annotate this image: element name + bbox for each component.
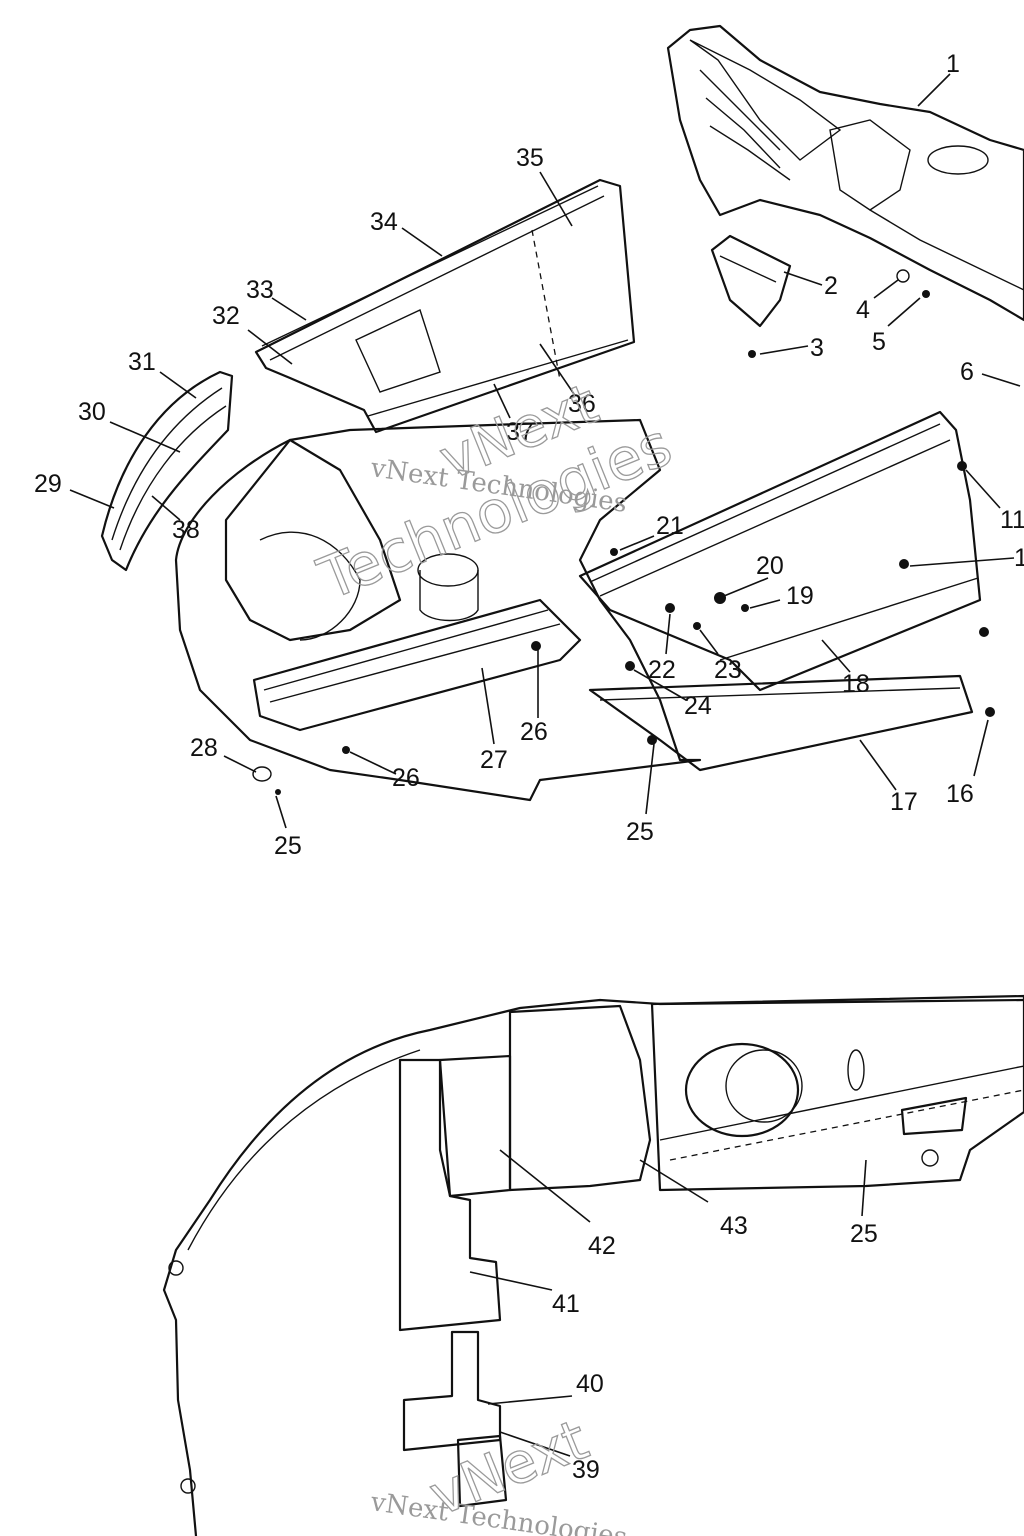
callout-27: 27 (480, 746, 508, 774)
callout-28: 28 (190, 734, 218, 762)
part-41-insulation (398, 1058, 502, 1332)
callout-12: 1 (1014, 544, 1024, 572)
lower-edge-fasteners (168, 1260, 196, 1494)
callout-5: 5 (872, 328, 886, 356)
callout-22: 22 (648, 656, 676, 684)
part-43-insulation (438, 1054, 512, 1198)
part-40-insulation (402, 1330, 502, 1452)
callout-41: 41 (552, 1290, 580, 1318)
callout-11: 11 (1000, 506, 1024, 534)
callout-39: 39 (572, 1456, 600, 1484)
part-2-duct (710, 234, 792, 328)
callout-43: 43 (720, 1212, 748, 1240)
part-27-left-rail (252, 598, 582, 732)
part-28-cap (252, 766, 272, 782)
callout-17: 17 (890, 788, 918, 816)
part-25-chassis (650, 994, 1024, 1192)
callout-38: 38 (172, 516, 200, 544)
callout-32: 32 (212, 302, 240, 330)
callout-31: 31 (128, 348, 156, 376)
part-4-washer (896, 269, 910, 283)
callout-25c: 25 (850, 1220, 878, 1248)
callout-4: 4 (856, 296, 870, 324)
callout-42: 42 (588, 1232, 616, 1260)
callout-35: 35 (516, 144, 544, 172)
callout-1: 1 (946, 50, 960, 78)
callout-40: 40 (576, 1370, 604, 1398)
part-base-panel (174, 418, 702, 802)
callout-labels: 1 2 3 4 5 6 11 1 16 17 18 19 20 21 22 23… (34, 50, 1024, 1484)
callout-2: 2 (824, 272, 838, 300)
part-35-top-panel (254, 178, 636, 434)
callout-36: 36 (568, 390, 596, 418)
callout-19: 19 (786, 582, 814, 610)
watermark-top: vNext Technologies vNext Technologies (308, 371, 681, 614)
callout-16: 16 (946, 780, 974, 808)
leader-lines (69, 73, 1021, 1457)
callout-25b: 25 (274, 832, 302, 860)
lower-body-outline (162, 998, 1024, 1536)
callout-30: 30 (78, 398, 106, 426)
callout-20: 20 (756, 552, 784, 580)
part-30-curved-trim (100, 370, 234, 572)
callout-21: 21 (656, 512, 684, 540)
callout-37: 37 (506, 418, 534, 446)
part-42-insulation (508, 1004, 652, 1192)
part-39-insulation (456, 1434, 508, 1508)
part-1-hood-panel (666, 24, 1024, 322)
hardware-dots (275, 461, 995, 795)
part-3-screw (748, 350, 756, 358)
callout-29: 29 (34, 470, 62, 498)
callout-34: 34 (370, 208, 398, 236)
callout-6: 6 (960, 358, 974, 386)
part-18-right-rail (578, 410, 982, 692)
callout-26b: 26 (392, 764, 420, 792)
part-17-bottom-rail (588, 674, 974, 772)
callout-23: 23 (714, 656, 742, 684)
callout-25a: 25 (626, 818, 654, 846)
callout-24: 24 (684, 692, 712, 720)
callout-3: 3 (810, 334, 824, 362)
part-5-bolt (922, 290, 930, 298)
callout-18: 18 (842, 670, 870, 698)
callout-33: 33 (246, 276, 274, 304)
callout-26a: 26 (520, 718, 548, 746)
